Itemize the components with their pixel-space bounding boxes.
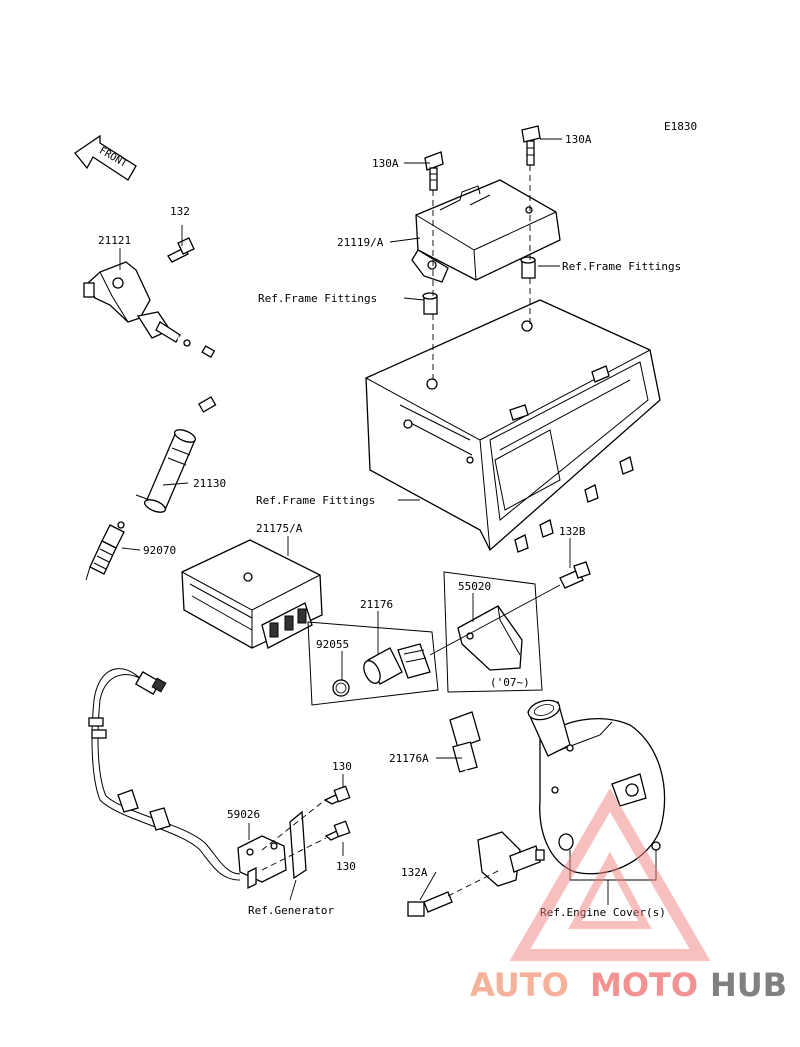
leader-lines xyxy=(119,138,657,905)
bolt-130a-left xyxy=(424,151,444,191)
bolt-130-upper xyxy=(323,785,351,805)
watermark-moto: MOTO xyxy=(590,966,698,1004)
bolt-132b xyxy=(559,561,591,589)
bolt-130-lower xyxy=(324,820,351,841)
label-21121: 21121 xyxy=(98,234,131,247)
watermark-hub: HUB xyxy=(710,966,787,1004)
bolt-132 xyxy=(167,237,195,263)
label-132b: 132B xyxy=(559,525,586,538)
label-21176: 21176 xyxy=(360,598,393,611)
label-21130: 21130 xyxy=(193,477,226,490)
regulator-21119a xyxy=(411,179,561,283)
collar-left xyxy=(422,292,438,315)
label-ref-frame-left: Ref.Frame Fittings xyxy=(258,292,377,305)
label-21175a: 21175/A xyxy=(256,522,303,535)
watermark-auto: AUTO xyxy=(470,966,569,1004)
label-132: 132 xyxy=(170,205,190,218)
diagram-code: E1830 xyxy=(664,120,697,133)
watermark-logo: AUTO MOTO HUB xyxy=(470,788,787,1004)
wire-harness xyxy=(88,668,241,881)
bolt-130a-right xyxy=(521,125,541,166)
label-ref-engine-cover: Ref.Engine Cover(s) xyxy=(540,906,666,919)
speed-sensor-21176a xyxy=(449,711,545,887)
label-59026: 59026 xyxy=(227,808,260,821)
bolt-132a xyxy=(407,891,453,917)
ignition-coil xyxy=(83,261,181,343)
spark-plug xyxy=(85,521,125,581)
pickup-coil-59026 xyxy=(237,835,287,890)
label-21176a: 21176A xyxy=(389,752,429,765)
spark-plug-cap xyxy=(135,429,197,513)
label-year-note: ('07~) xyxy=(490,676,530,689)
label-130a-right: 130A xyxy=(565,133,592,146)
high-tension-lead xyxy=(177,336,223,413)
label-130a-left: 130A xyxy=(372,157,399,170)
label-92070: 92070 xyxy=(143,544,176,557)
collar-right xyxy=(520,256,536,279)
label-132a: 132A xyxy=(401,866,428,879)
cdi-unit-21175a xyxy=(181,539,323,649)
pickup-bracket xyxy=(289,810,307,880)
label-130-lower: 130 xyxy=(336,860,356,873)
label-92055: 92055 xyxy=(316,638,349,651)
sensor-group-box xyxy=(307,621,439,706)
label-ref-frame-right: Ref.Frame Fittings xyxy=(562,260,681,273)
front-arrow-icon: FRONT xyxy=(74,134,137,181)
part-labels: 132 21121 21130 92070 130A 130A 21119/A … xyxy=(98,133,681,919)
cover-o-ring xyxy=(558,833,574,851)
label-130-upper: 130 xyxy=(332,760,352,773)
label-ref-generator: Ref.Generator xyxy=(248,904,334,917)
electrical-box xyxy=(365,299,661,553)
label-21119a: 21119/A xyxy=(337,236,384,249)
label-ref-frame-box: Ref.Frame Fittings xyxy=(256,494,375,507)
label-55020: 55020 xyxy=(458,580,491,593)
